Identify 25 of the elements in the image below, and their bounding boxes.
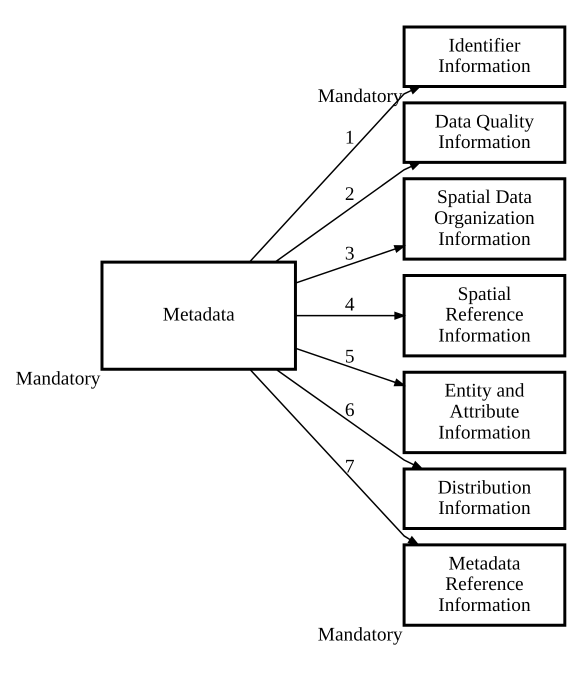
node-box: Entity and Attribute Information: [402, 370, 566, 454]
node-box: Spatial Data Organization Information: [402, 177, 566, 261]
arrow: [250, 369, 420, 546]
arrow: [296, 311, 406, 320]
node-box: Metadata: [100, 260, 297, 371]
node-label: Mandatory: [16, 368, 100, 390]
edge-label: 5: [344, 346, 355, 368]
arrow: [249, 86, 422, 262]
edge-label: 1: [344, 128, 355, 149]
edge-label: 3: [344, 244, 355, 265]
node-box: Identifier Information: [402, 25, 566, 88]
node-box: Metadata Reference Information: [402, 543, 566, 627]
edge-label: 7: [344, 456, 355, 478]
edge-label: 4: [344, 294, 355, 316]
arrow: [275, 162, 422, 262]
node-box: Spatial Reference Information: [402, 274, 566, 358]
arrow: [295, 245, 406, 284]
node-label: Mandatory: [318, 624, 403, 646]
arrow: [295, 348, 406, 386]
edge-label: 6: [344, 400, 355, 421]
node-box: Data Quality Information: [402, 101, 566, 164]
arrow: [276, 368, 424, 470]
edge-label: 2: [344, 184, 355, 206]
node-box: Distribution Information: [402, 467, 566, 530]
node-label: Mandatory: [318, 86, 403, 107]
